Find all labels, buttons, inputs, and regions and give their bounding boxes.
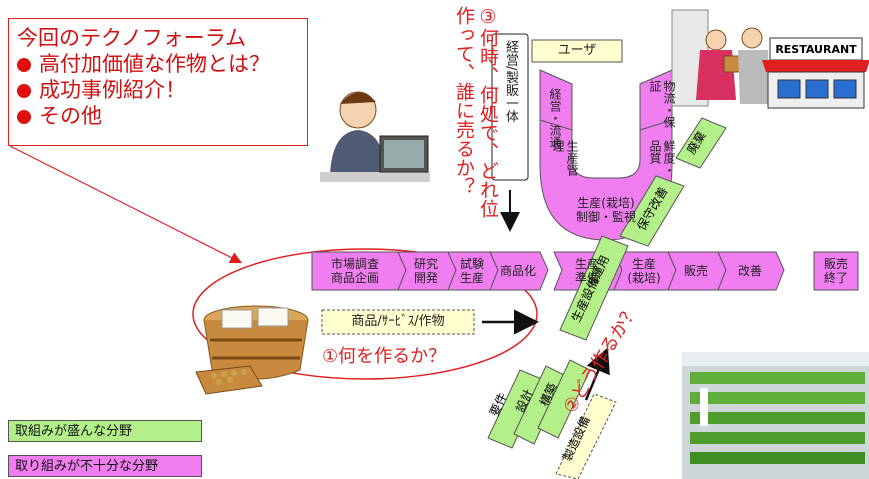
u-loop-left-top: 経営・流通 <box>548 88 562 148</box>
u-loop-left-bottom: 生産管理 <box>551 140 579 176</box>
up-arrow <box>584 347 610 401</box>
legend-active: 取組みが盛んな分野 <box>8 420 202 442</box>
restaurant-image <box>762 37 869 109</box>
greenhouse-image <box>682 352 869 479</box>
business-integration-label: 経営/製販一体 <box>503 40 518 123</box>
callout-item-text: その他 <box>39 104 102 128</box>
step-market-research: 市場調査 商品企画 <box>330 257 379 285</box>
process-chain <box>311 251 859 291</box>
question-where-line1: ③何時、何処で、どれ位 <box>477 6 499 218</box>
step-production-prep: 生産 準備 <box>574 257 599 285</box>
business-integration-bar <box>491 33 529 181</box>
legend-insufficient: 取り組みが不十分な分野 <box>8 455 202 477</box>
restaurant-sign: RESTAURANT <box>775 43 857 56</box>
step-improvement: 改善 <box>737 264 762 278</box>
u-loop-right-bottom: 鮮度・品質 <box>648 140 676 176</box>
u-loop-bottom-label: 生産(栽培) 制御・監視 <box>575 196 636 224</box>
u-loop-shape <box>539 69 673 241</box>
callout-item: 高付加価値な作物とは？ <box>17 51 299 77</box>
bullet-icon <box>17 84 31 98</box>
callout-item: その他 <box>17 103 299 129</box>
businessman-image <box>320 91 430 182</box>
step-end-of-sales: 販売 終了 <box>823 257 848 285</box>
step-sales: 販売 <box>683 264 708 278</box>
callout-item-text: 高付加価値な作物とは？ <box>39 52 270 76</box>
step-production: 生産 (栽培) <box>627 257 661 285</box>
diagonal-steps <box>487 117 727 449</box>
question-where-line2: 作って、誰に売るか？ <box>453 6 475 196</box>
user-label: ユーザ <box>557 43 597 58</box>
product-box <box>321 309 475 335</box>
callout-title: 今回のテクノフォーラム <box>17 26 247 50</box>
bullet-icon <box>17 58 31 72</box>
delivery-image <box>671 9 770 107</box>
step-trial-production: 試験 生産 <box>459 257 484 285</box>
u-loop-right-top: 物流・保証 <box>648 80 676 128</box>
callout-item-text: 成功事例紹介！ <box>39 78 186 102</box>
user-box <box>531 39 623 63</box>
step-commercialization: 商品化 <box>499 264 536 278</box>
product-box-label: 商品/ｻｰﾋﾞｽ/作物 <box>351 314 445 329</box>
question-what: ①何を作るか？ <box>322 346 447 367</box>
callout-pointer-line <box>9 145 243 264</box>
question-where: ③何時、何処で、どれ位 作って、誰に売るか？ <box>452 6 500 250</box>
forum-callout: 今回のテクノフォーラム 高付加価値な作物とは？ 成功事例紹介！ その他 <box>8 18 308 146</box>
tofu-bowl-image <box>195 305 309 395</box>
bullet-icon <box>17 110 31 124</box>
callout-item: 成功事例紹介！ <box>17 77 299 103</box>
manufacturing-box <box>555 393 617 479</box>
step-rnd: 研究 開発 <box>413 257 438 285</box>
